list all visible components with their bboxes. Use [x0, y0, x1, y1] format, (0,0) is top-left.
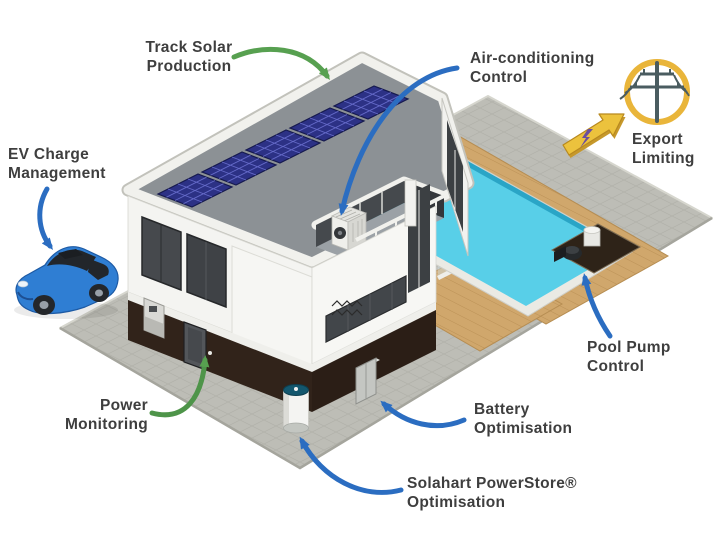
air-conditioning-arrow [338, 65, 460, 216]
power-pole-icon [619, 61, 690, 123]
ev-car [14, 246, 119, 319]
battery-arrow [380, 400, 467, 429]
label-export-limiting: Export Limiting [632, 131, 695, 168]
balcony-column [404, 179, 417, 227]
pool-pump-equipment [550, 223, 642, 274]
ground-floor-left-wall [128, 300, 312, 412]
power-monitoring-arrow [149, 355, 210, 418]
label-powerstore-optimisation: Solahart PowerStore® Optimisation [407, 475, 577, 512]
door-handle [208, 351, 212, 355]
louvre-vent [331, 300, 363, 316]
pool-pump-arrow [581, 273, 613, 339]
pump-control-box [554, 246, 566, 262]
house [121, 51, 475, 412]
ev-charge-arrow [37, 186, 53, 251]
sunroof [58, 249, 83, 259]
label-air-conditioning-control: Air-conditioning Control [470, 50, 595, 87]
windshield [47, 249, 96, 271]
label-track-solar-production: Track Solar Production [145, 39, 233, 76]
upper-left-wall [127, 195, 313, 368]
headlight [17, 280, 29, 288]
floor-slab [128, 292, 312, 372]
annotation-arrows [37, 46, 613, 495]
tower-wall [441, 97, 469, 257]
powerstore-arrow [299, 436, 404, 495]
powerstore-cylinder [283, 384, 309, 434]
battery-unit [355, 357, 380, 405]
label-power-monitoring: Power Monitoring [64, 397, 148, 434]
label-pool-pump-control: Pool Pump Control [587, 339, 671, 376]
window [325, 275, 407, 343]
electric-meter [143, 297, 165, 339]
label-battery-optimisation: Battery Optimisation [474, 401, 573, 438]
side-window [88, 259, 109, 280]
floor-slab [312, 302, 436, 372]
label-ev-charge-management: EV Charge Management [8, 146, 106, 183]
export-arrow [562, 113, 626, 158]
lightning-bolt-icon [580, 129, 593, 148]
export-grid-icon [619, 59, 690, 125]
track-solar-arrow [231, 46, 330, 81]
